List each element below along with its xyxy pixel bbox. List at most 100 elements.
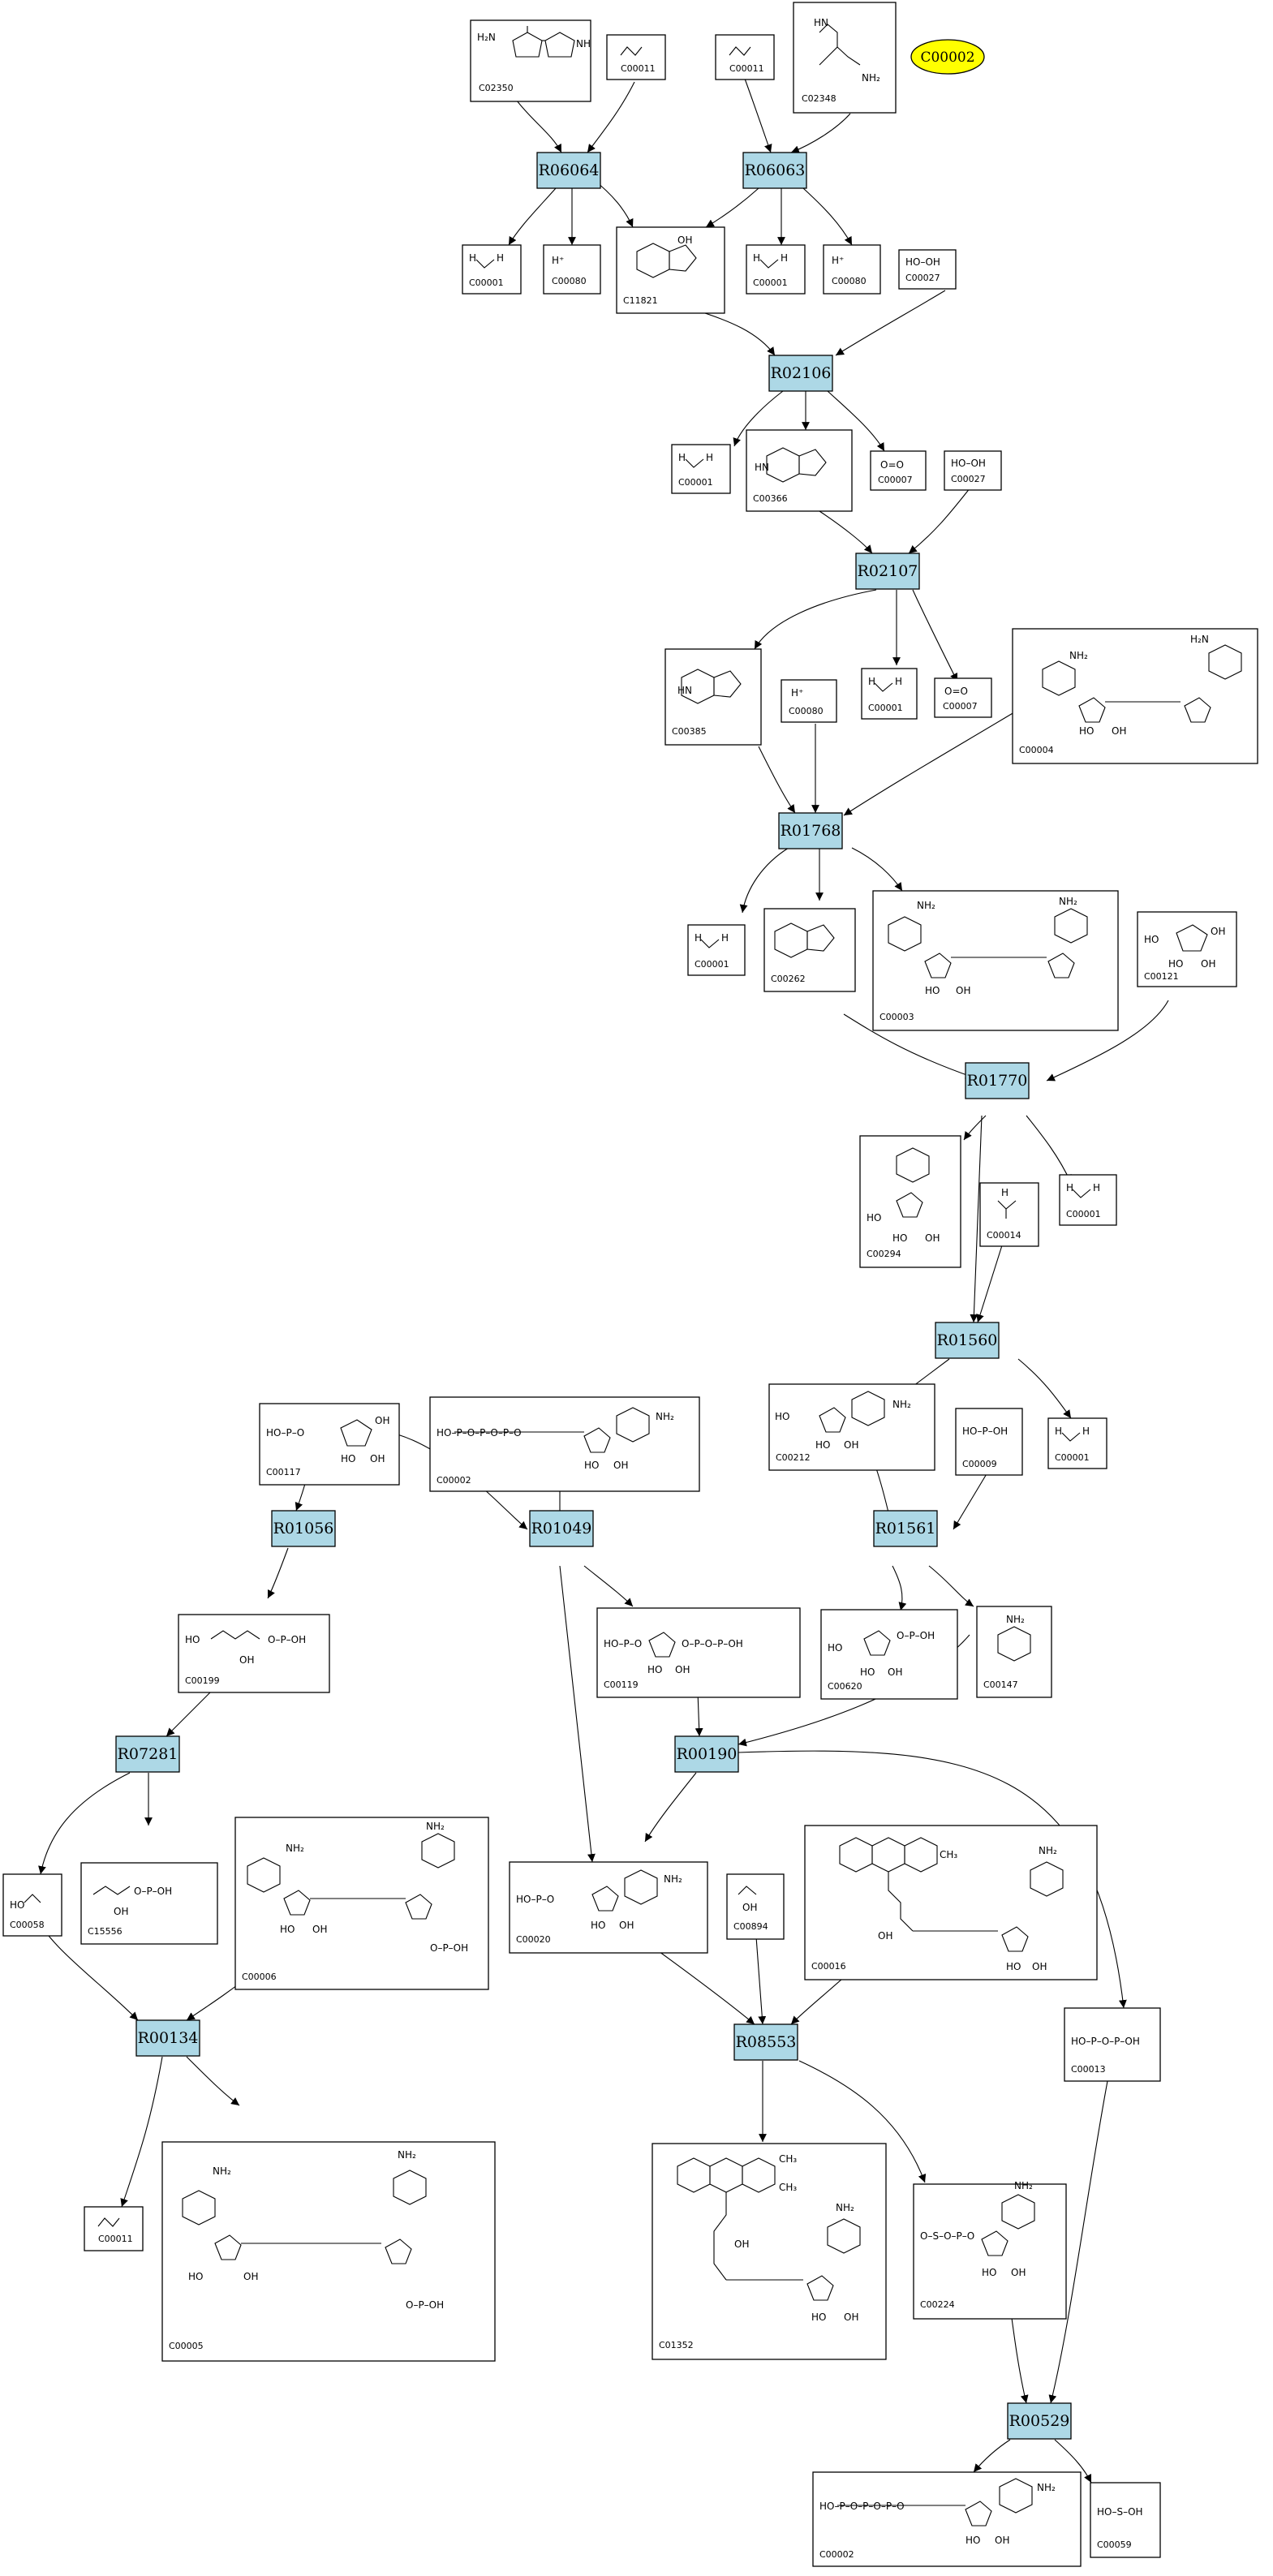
- compound-node[interactable]: O=O C00007: [934, 677, 992, 718]
- compound-node[interactable]: OH C11821: [616, 226, 725, 314]
- compound-id: C02350: [479, 83, 514, 93]
- compound-node[interactable]: CH₃ CH₃ NH₂ OH HO OH C01352: [652, 2143, 887, 2360]
- compound-node[interactable]: H H C00001: [687, 924, 746, 976]
- compound-node[interactable]: HO O–P–OH HO OH C00620: [820, 1609, 958, 1700]
- compound-node[interactable]: C00262: [763, 908, 856, 992]
- compound-node[interactable]: HN C00385: [664, 648, 762, 746]
- compound-node[interactable]: HO–P–O NH₂ HO OH C00020: [509, 1861, 708, 1954]
- compound-node[interactable]: HO C00058: [2, 1873, 62, 1937]
- structure-drawing: [1042, 644, 1242, 723]
- compound-node[interactable]: HO OH HO OH C00121: [1137, 911, 1237, 987]
- compound-id: C11821: [623, 295, 658, 306]
- reaction-node[interactable]: R00529: [1007, 2402, 1072, 2440]
- reaction-node[interactable]: R01049: [529, 1510, 594, 1547]
- compound-id: C00001: [753, 277, 788, 288]
- structure-drawing: [729, 46, 751, 56]
- compound-node[interactable]: HO NH₂ HO OH C00212: [768, 1383, 935, 1471]
- compound-node[interactable]: H H C00001: [1047, 1417, 1107, 1469]
- structure-drawing: [874, 682, 893, 692]
- compound-node[interactable]: H H C00001: [861, 668, 918, 720]
- compound-node[interactable]: H H C00001: [746, 244, 806, 295]
- atom-label: OH: [956, 985, 970, 996]
- compound-id: C00294: [867, 1249, 901, 1259]
- compound-node[interactable]: NH₂ NH₂ HO OH C00003: [872, 890, 1119, 1031]
- reaction-node[interactable]: R08553: [733, 2023, 798, 2061]
- reaction-label: R02107: [858, 562, 918, 580]
- atom-label: O–P–O–P–OH: [682, 1638, 743, 1649]
- atom-label: CH₃: [779, 2153, 797, 2165]
- compound-id: C00011: [98, 2234, 133, 2244]
- compound-node[interactable]: HO–S–OH C00059: [1090, 2482, 1161, 2558]
- compound-node[interactable]: HO–P–O O–P–O–P–OH HO OH C00119: [596, 1607, 801, 1698]
- compound-node[interactable]: H⁺ C00080: [543, 244, 601, 295]
- compound-node[interactable]: NH₂ C00147: [976, 1606, 1052, 1698]
- reaction-label: R00529: [1009, 2412, 1070, 2430]
- compound-node[interactable]: HO–OH C00027: [944, 450, 1002, 491]
- compound-node[interactable]: NH₂ H₂N HO OH C00004: [1012, 628, 1258, 764]
- reaction-node[interactable]: R06064: [536, 152, 601, 189]
- structure-drawing: [210, 1630, 260, 1640]
- compound-node[interactable]: H⁺ C00080: [781, 679, 837, 723]
- reaction-node[interactable]: R07281: [115, 1735, 180, 1773]
- compound-node[interactable]: O=O C00007: [870, 450, 927, 491]
- compound-node[interactable]: OH C00894: [726, 1873, 785, 1940]
- compound-node[interactable]: HO O–P–OH OH C00199: [178, 1614, 330, 1693]
- compound-node[interactable]: C00011: [84, 2206, 144, 2251]
- edge: [559, 1565, 596, 1863]
- compound-node[interactable]: H₂N NH C02350: [470, 19, 591, 102]
- reaction-label: R01049: [531, 1520, 592, 1537]
- edge: [1048, 2080, 1108, 2404]
- atom-label: H: [678, 452, 686, 463]
- compound-node[interactable]: H C00014: [979, 1182, 1039, 1247]
- reaction-label: R07281: [118, 1745, 178, 1763]
- compound-node[interactable]: HO–P–O–P–OH C00013: [1064, 2007, 1161, 2082]
- edge: [970, 1115, 983, 1323]
- compound-node[interactable]: NH₂ NH₂ HO OH O–P–OH C00005: [161, 2141, 496, 2362]
- edge: [583, 1565, 634, 1607]
- atom-label: NH₂: [917, 900, 935, 911]
- edge: [739, 847, 789, 914]
- compound-node[interactable]: HO–P–OH C00009: [955, 1408, 1023, 1476]
- compound-node[interactable]: HO–P–O OH HO OH C00117: [259, 1403, 400, 1486]
- compound-node[interactable]: HN C00366: [746, 429, 853, 512]
- reaction-node[interactable]: R01770: [965, 1062, 1030, 1099]
- reaction-node[interactable]: R01560: [935, 1322, 1000, 1359]
- compound-id: C00027: [905, 273, 940, 283]
- compound-node[interactable]: C00011: [715, 34, 775, 80]
- atom-label: NH₂: [426, 1821, 445, 1832]
- compound-node[interactable]: H H C00001: [671, 444, 731, 494]
- compound-node[interactable]: C00011: [606, 34, 666, 80]
- reaction-node[interactable]: R02106: [768, 355, 833, 392]
- atom-label: NH₂: [1006, 1614, 1025, 1625]
- compound-node[interactable]: HO–P–O–P–O–P–O NH₂ HO OH C00002: [429, 1396, 700, 1492]
- compound-node[interactable]: H H C00001: [462, 244, 522, 295]
- compound-node[interactable]: HO–OH C00027: [898, 249, 957, 290]
- compound-node[interactable]: CH₃ NH₂ OH HO OH C00016: [804, 1825, 1098, 1980]
- compound-node[interactable]: NH₂ NH₂ HO OH O–P–OH C00006: [234, 1817, 489, 1990]
- compound-node[interactable]: NH₂ O–S–O–P–O HO OH C00224: [913, 2180, 1067, 2320]
- reaction-node[interactable]: R00190: [674, 1735, 739, 1773]
- reaction-node[interactable]: R00134: [135, 2019, 200, 2057]
- compound-node[interactable]: HO–P–O–P–O–P–O NH₂ HO OH C00002: [812, 2471, 1082, 2567]
- reaction-node[interactable]: R01056: [271, 1510, 336, 1547]
- reaction-node[interactable]: R01768: [778, 812, 843, 849]
- reaction-label: R08553: [736, 2033, 797, 2051]
- structure-drawing: [24, 1894, 41, 1903]
- compound-node[interactable]: H H C00001: [1059, 1174, 1117, 1226]
- reaction-label: R00134: [138, 2029, 199, 2047]
- compound-node[interactable]: H⁺ C00080: [823, 244, 881, 295]
- compound-node[interactable]: HN NH₂ C02348: [793, 2, 897, 114]
- atom-label: HO: [925, 985, 940, 996]
- reaction-node[interactable]: R02107: [855, 553, 920, 590]
- hub-node[interactable]: C00002: [910, 39, 985, 75]
- compound-node[interactable]: HO HO OH C00294: [859, 1135, 961, 1268]
- edge: [928, 1565, 974, 1607]
- atom-label: HO–P–O: [604, 1638, 642, 1649]
- atom-label: HO: [647, 1664, 662, 1675]
- edge: [1017, 1358, 1072, 1419]
- structure-drawing: [888, 908, 1088, 978]
- reaction-node[interactable]: R06063: [742, 152, 807, 189]
- edge: [644, 1772, 697, 1843]
- compound-node[interactable]: O–P–OH OH C15556: [80, 1862, 218, 1945]
- reaction-node[interactable]: R01561: [873, 1510, 938, 1547]
